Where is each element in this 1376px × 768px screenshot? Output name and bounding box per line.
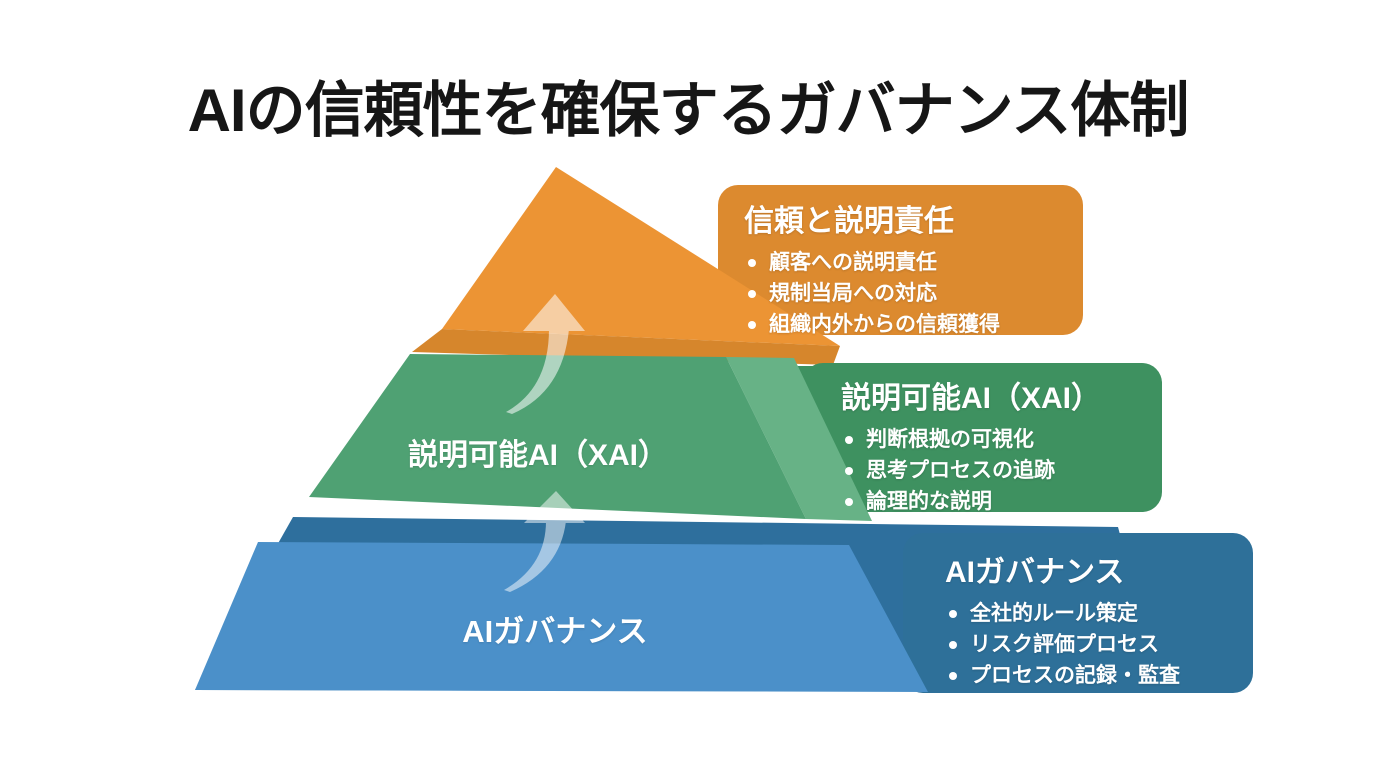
xai-callout: 説明可能AI（XAI） 判断根拠の可視化 思考プロセスの追跡 論理的な説明	[803, 363, 1162, 513]
list-item: 思考プロセスの追跡	[841, 455, 1148, 486]
pyramid-bottom-face	[195, 542, 928, 692]
pyramid-top-bottom-edge	[412, 329, 840, 365]
list-item: 判断根拠の可視化	[841, 424, 1148, 455]
list-item: プロセスの記録・監査	[945, 660, 1239, 691]
bullet-dot-icon	[949, 671, 957, 680]
page-title: AIの信頼性を確保するガバナンス体制	[187, 77, 1190, 144]
up-arrow-bottom-to-middle-icon	[504, 491, 585, 592]
bullet-dot-icon	[845, 497, 853, 506]
list-item: 顧客への説明責任	[744, 247, 1069, 278]
up-arrow-middle-to-top-icon	[506, 294, 585, 414]
pyramid-middle-highlight-face	[726, 357, 872, 521]
list-item: 全社的ルール策定	[945, 598, 1239, 629]
governance-callout-heading: AIガバナンス	[945, 556, 1125, 589]
pyramid-top-face	[442, 167, 840, 346]
xai-callout-box	[803, 363, 1162, 512]
list-item: 組織内外からの信頼獲得	[744, 309, 1069, 340]
trust-callout: 信頼と説明責任 顧客への説明責任 規制当局への対応 組織内外からの信頼獲得	[718, 185, 1083, 336]
bullet-dot-icon	[748, 258, 756, 267]
governance-callout: AIガバナンス 全社的ルール策定 リスク評価プロセス プロセスの記録・監査	[903, 533, 1253, 693]
bullet-text: 判断根拠の可視化	[866, 428, 1034, 451]
bullet-text: 全社的ルール策定	[970, 602, 1138, 625]
bullet-text: プロセスの記録・監査	[970, 664, 1180, 687]
bullet-dot-icon	[845, 466, 853, 475]
bullet-text: 思考プロセスの追跡	[866, 459, 1055, 482]
xai-callout-heading: 説明可能AI（XAI）	[841, 382, 1102, 415]
list-item: 論理的な説明	[841, 486, 1148, 517]
bullet-text: 組織内外からの信頼獲得	[769, 313, 1000, 336]
pyramid-middle-label: 説明可能AI（XAI）	[407, 439, 668, 472]
governance-callout-box	[903, 533, 1253, 693]
bullet-text: 顧客への説明責任	[769, 251, 937, 274]
bullet-text: 規制当局への対応	[769, 282, 937, 305]
pyramid-bottom-label: AIガバナンス	[462, 614, 648, 649]
bullet-dot-icon	[748, 320, 756, 329]
list-item: リスク評価プロセス	[945, 629, 1239, 660]
bullet-dot-icon	[949, 640, 957, 649]
trust-callout-box	[718, 185, 1083, 335]
bullet-dot-icon	[845, 435, 853, 444]
bullet-dot-icon	[949, 609, 957, 618]
bullet-text: 論理的な説明	[866, 490, 992, 513]
list-item: 規制当局への対応	[744, 278, 1069, 309]
bullet-dot-icon	[748, 289, 756, 298]
trust-callout-heading: 信頼と説明責任	[744, 205, 954, 238]
bullet-text: リスク評価プロセス	[970, 633, 1159, 656]
pyramid-middle-face	[309, 354, 806, 519]
